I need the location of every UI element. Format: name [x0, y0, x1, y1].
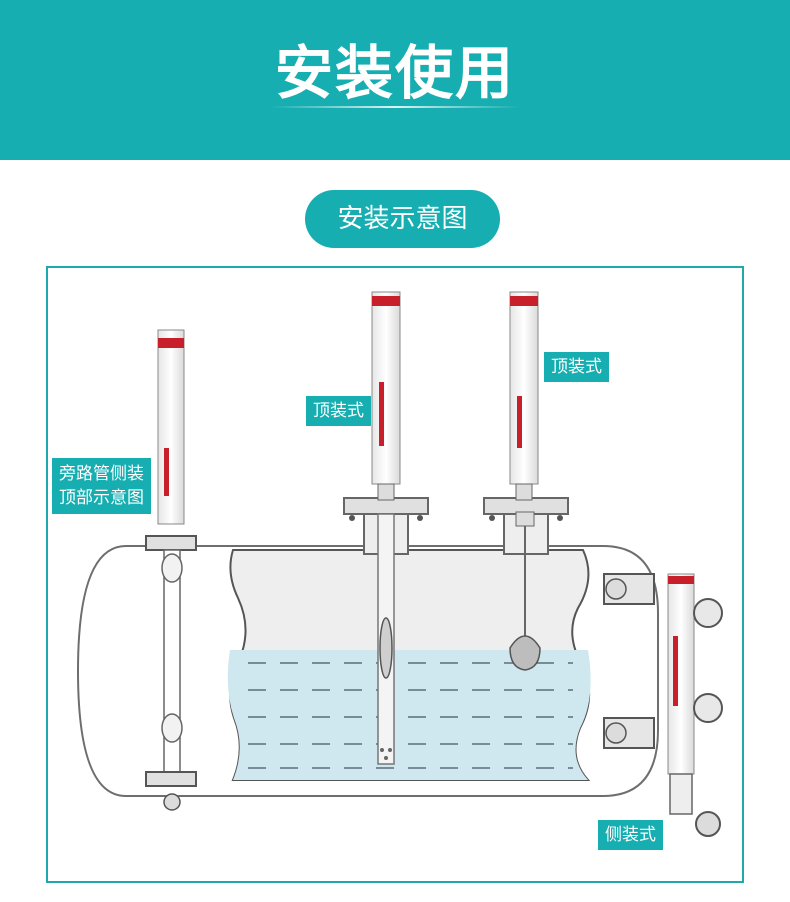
gauge-top-1 — [371, 291, 401, 501]
section-pill: 安装示意图 — [305, 190, 500, 248]
gauge-side — [603, 573, 723, 837]
installation-diagram: 旁路管侧装 顶部示意图 顶装式 顶装式 侧装式 — [46, 266, 744, 883]
gauge-bypass — [145, 329, 197, 811]
label-bypass-top: 旁路管侧装 顶部示意图 — [52, 458, 151, 514]
page-title: 安装使用 — [274, 39, 515, 107]
label-top-mount-1: 顶装式 — [306, 396, 371, 426]
label-side-mount: 侧装式 — [598, 820, 663, 850]
liquid — [226, 650, 591, 780]
float-1 — [379, 617, 393, 679]
float-2 — [509, 635, 541, 671]
gauge-top-2 — [509, 291, 539, 501]
diagram-svg — [76, 291, 723, 837]
title-underline — [270, 106, 520, 108]
header-banner: 安装使用 — [0, 0, 790, 160]
label-top-mount-2: 顶装式 — [544, 352, 609, 382]
